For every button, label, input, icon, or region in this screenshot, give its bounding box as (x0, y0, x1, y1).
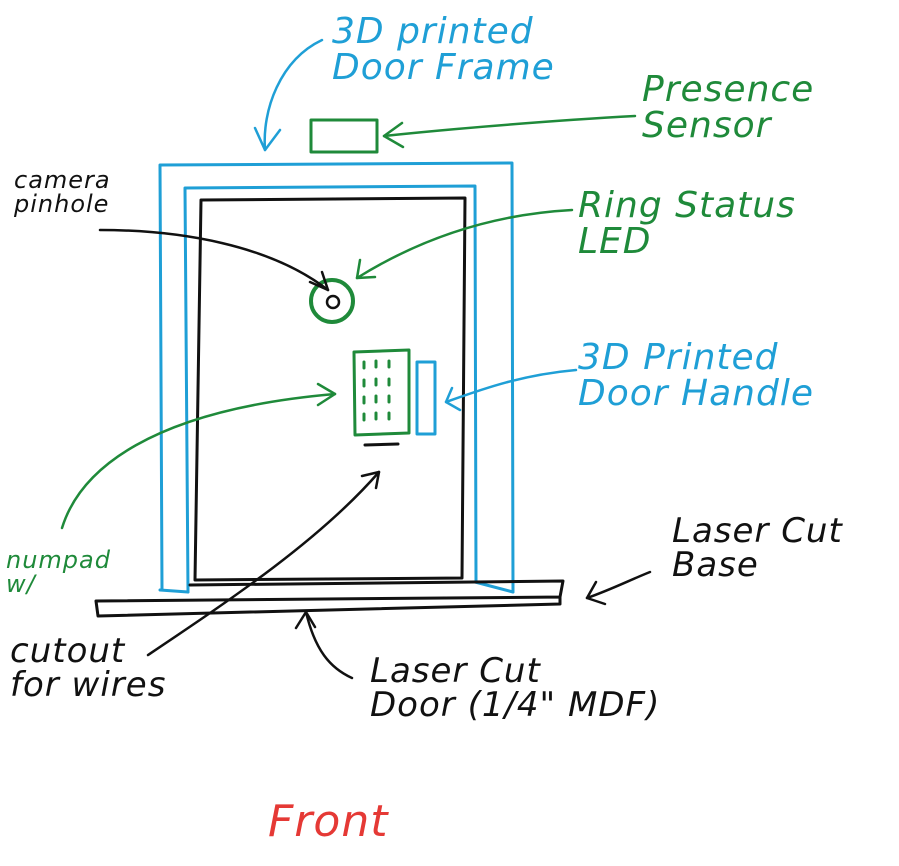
arrow-cutout-for-wires (146, 470, 381, 657)
presence-sensor (309, 118, 379, 154)
ring-status-led (309, 278, 355, 324)
arrow-door-handle (444, 368, 578, 412)
label-cutout-for-wires: cutout for wires (10, 631, 167, 705)
arrow-laser-cut-base (585, 570, 652, 606)
label-laser-cut-base: Laser Cut Base (672, 511, 843, 585)
caption-front-view: Front (268, 796, 389, 847)
label-door-frame: 3D printed Door Frame (332, 11, 555, 88)
label-door-handle: 3D Printed Door Handle (578, 337, 814, 414)
arrow-presence-sensor (382, 114, 637, 149)
arrow-numpad (60, 382, 337, 530)
camera-pinhole-icon (325, 294, 341, 310)
door-handle (415, 360, 437, 436)
arrow-camera-pinhole (98, 228, 330, 292)
label-numpad: numpad w/ (6, 546, 111, 598)
label-laser-cut-door: Laser Cut Door (1/4" MDF) (370, 651, 661, 725)
laser-cut-door (193, 196, 467, 582)
door-frame (158, 161, 515, 594)
wire-cutout (363, 442, 400, 447)
numpad (352, 348, 411, 437)
arrow-ring-status-led (355, 208, 574, 280)
laser-cut-base (94, 579, 565, 618)
arrow-door-frame (253, 38, 324, 152)
label-presence-sensor: Presence Sensor (642, 69, 815, 146)
arrow-laser-cut-door (294, 610, 354, 680)
label-ring-status-led: Ring Status LED (578, 185, 796, 262)
label-camera-pinhole: camera pinhole (14, 166, 111, 218)
